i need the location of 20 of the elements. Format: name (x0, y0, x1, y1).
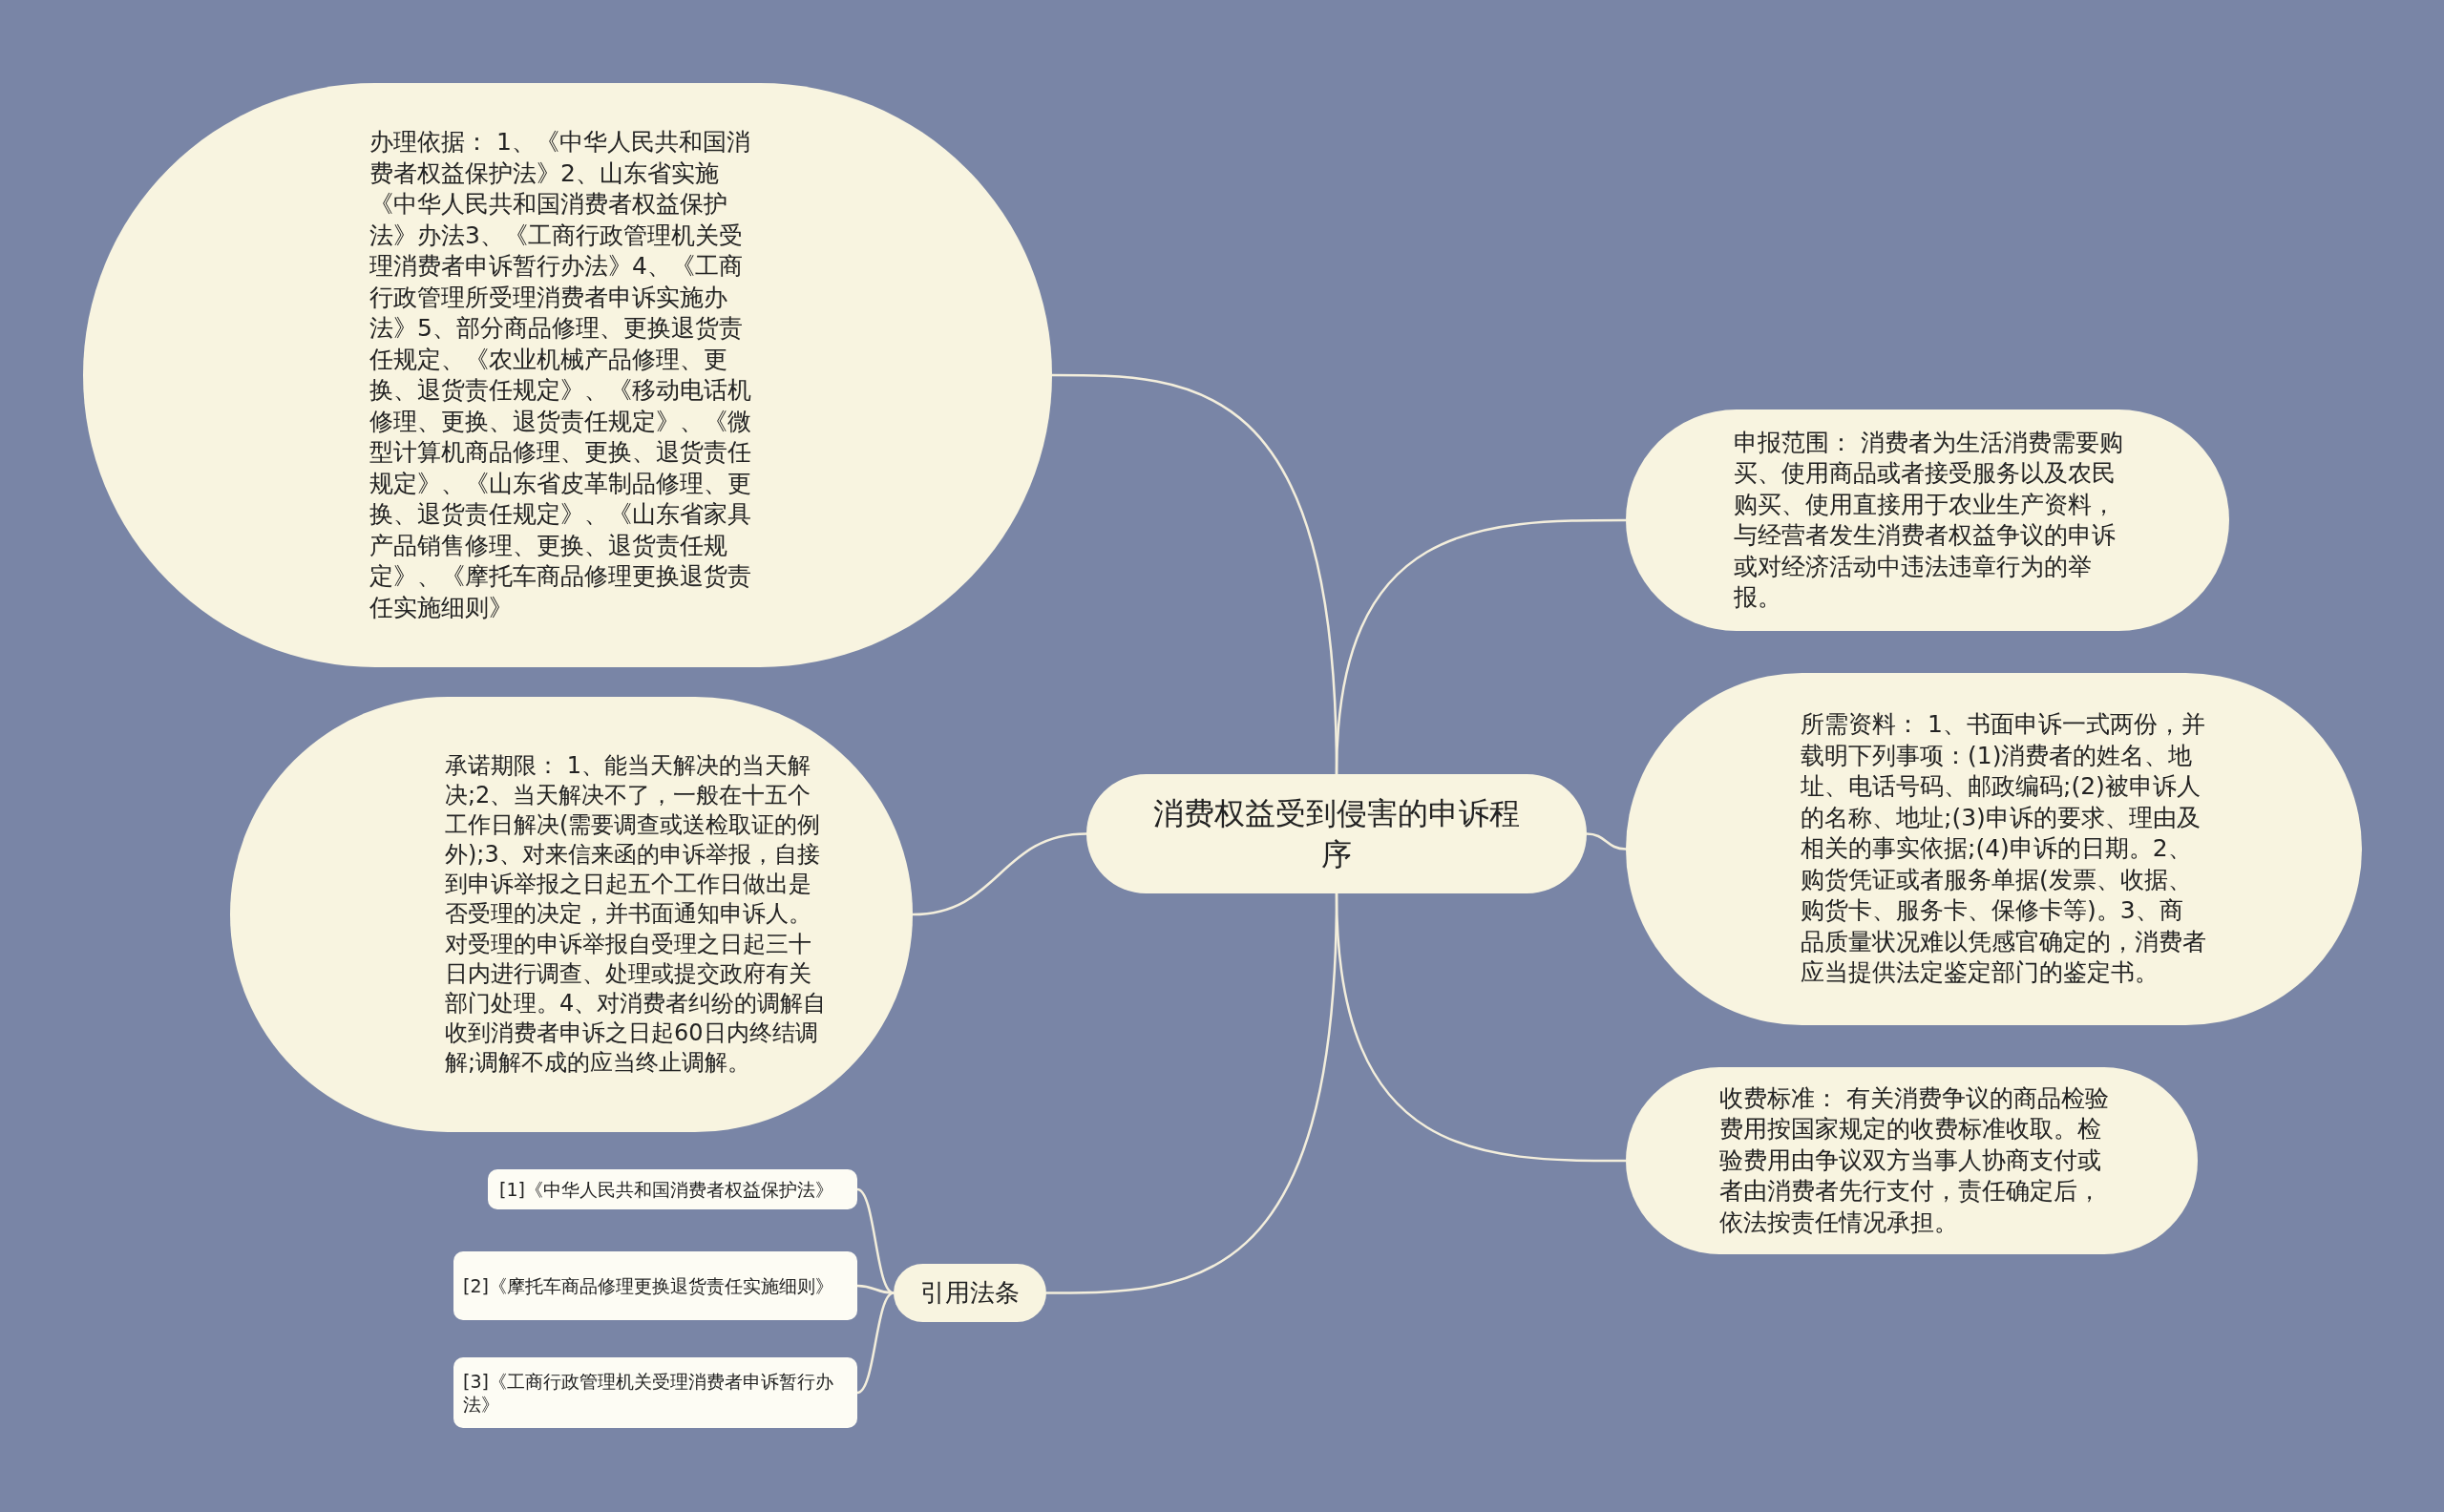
node-text: [2]《摩托车商品修理更换退货责任实施细则》 (463, 1273, 834, 1298)
topic-node (894, 1264, 1046, 1322)
node-text: 申报范围： 消费者为生活消费需要购买、使用商品或者接受服务以及农民购买、使用直接用于农业生产资料，与经营者发生消费者权益争议的申诉或对经济活动中违法违章行为的举报。 (1734, 427, 2124, 613)
connector-line (1335, 892, 1626, 1163)
node-text: 消费权益受到侵害的申诉程序 (1152, 793, 1521, 874)
node-text: [3]《工商行政管理机关受理消费者申诉暂行办法》 (463, 1369, 834, 1417)
node-text: 所需资料： 1、书面申诉一式两份，并载明下列事项：(1)消费者的姓名、地址、电话号码、邮政编码;(2)被申诉人的名称、地址;(3)申诉的要求、理由及相关的事实依据;(4)申诉的日期。2、购货凭证或者服务单据(发票、收据、购货卡、服务卡、保修卡等)。3、商品质量状况难以凭感官确定的，消费者应当提供法定鉴定部门的鉴定书。 (1801, 709, 2206, 988)
connector-line (912, 832, 1087, 916)
connector-line (856, 1292, 895, 1395)
node-text: 承诺期限： 1、能当天解决的当天解决;2、当天解决不了，一般在十五个工作日解决(需要调查或送检取证的例外);3、对来信来函的申诉举报，自接到申诉举报之日起五个工作日做出是否受理的决定，并书面通知申诉人。对受理的申诉举报自受理之日起三十日内进行调查、处理或提交政府有关部门处理。4、对消费者纠纷的调解自收到消费者申诉之日起60日内终结调解;调解不成的应当终止调解。 (445, 750, 827, 1079)
connector-line (856, 1187, 895, 1294)
reference-node (453, 1357, 857, 1428)
reference-node (488, 1169, 857, 1209)
node-text: 收费标准： 有关消费争议的商品检验费用按国家规定的收费标准收取。检验费用由争议双方当事人协商支付或者由消费者先行支付，责任确定后，依法按责任情况承担。 (1719, 1082, 2110, 1238)
node-text: 办理依据： 1、《中华人民共和国消费者权益保护法》2、山东省实施《中华人民共和国消费者权益保护法》办法3、《工商行政管理机关受理消费者申诉暂行办法》4、《工商行政管理所受理消费者申诉实施办法》5、部分商品修理、更换退货责任规定、《农业机械产品修理、更换、退货责任规定》、《移动电话机修理、更换、退货责任规定》、《微型计算机商品修理、更换、退货责任规定》、《山东省皮革制品修理、更换、退货责任规定》、《山东省家具产品销售修理、更换、退货责任规定》、《摩托车商品修理更换退货责任实施细则》 (369, 127, 752, 623)
reference-node (453, 1251, 857, 1320)
node-text: [1]《中华人民共和国消费者权益保护法》 (499, 1177, 834, 1202)
node-text: 引用法条 (919, 1277, 1021, 1309)
connector-line (1335, 518, 1626, 775)
connector-line (1586, 832, 1627, 850)
